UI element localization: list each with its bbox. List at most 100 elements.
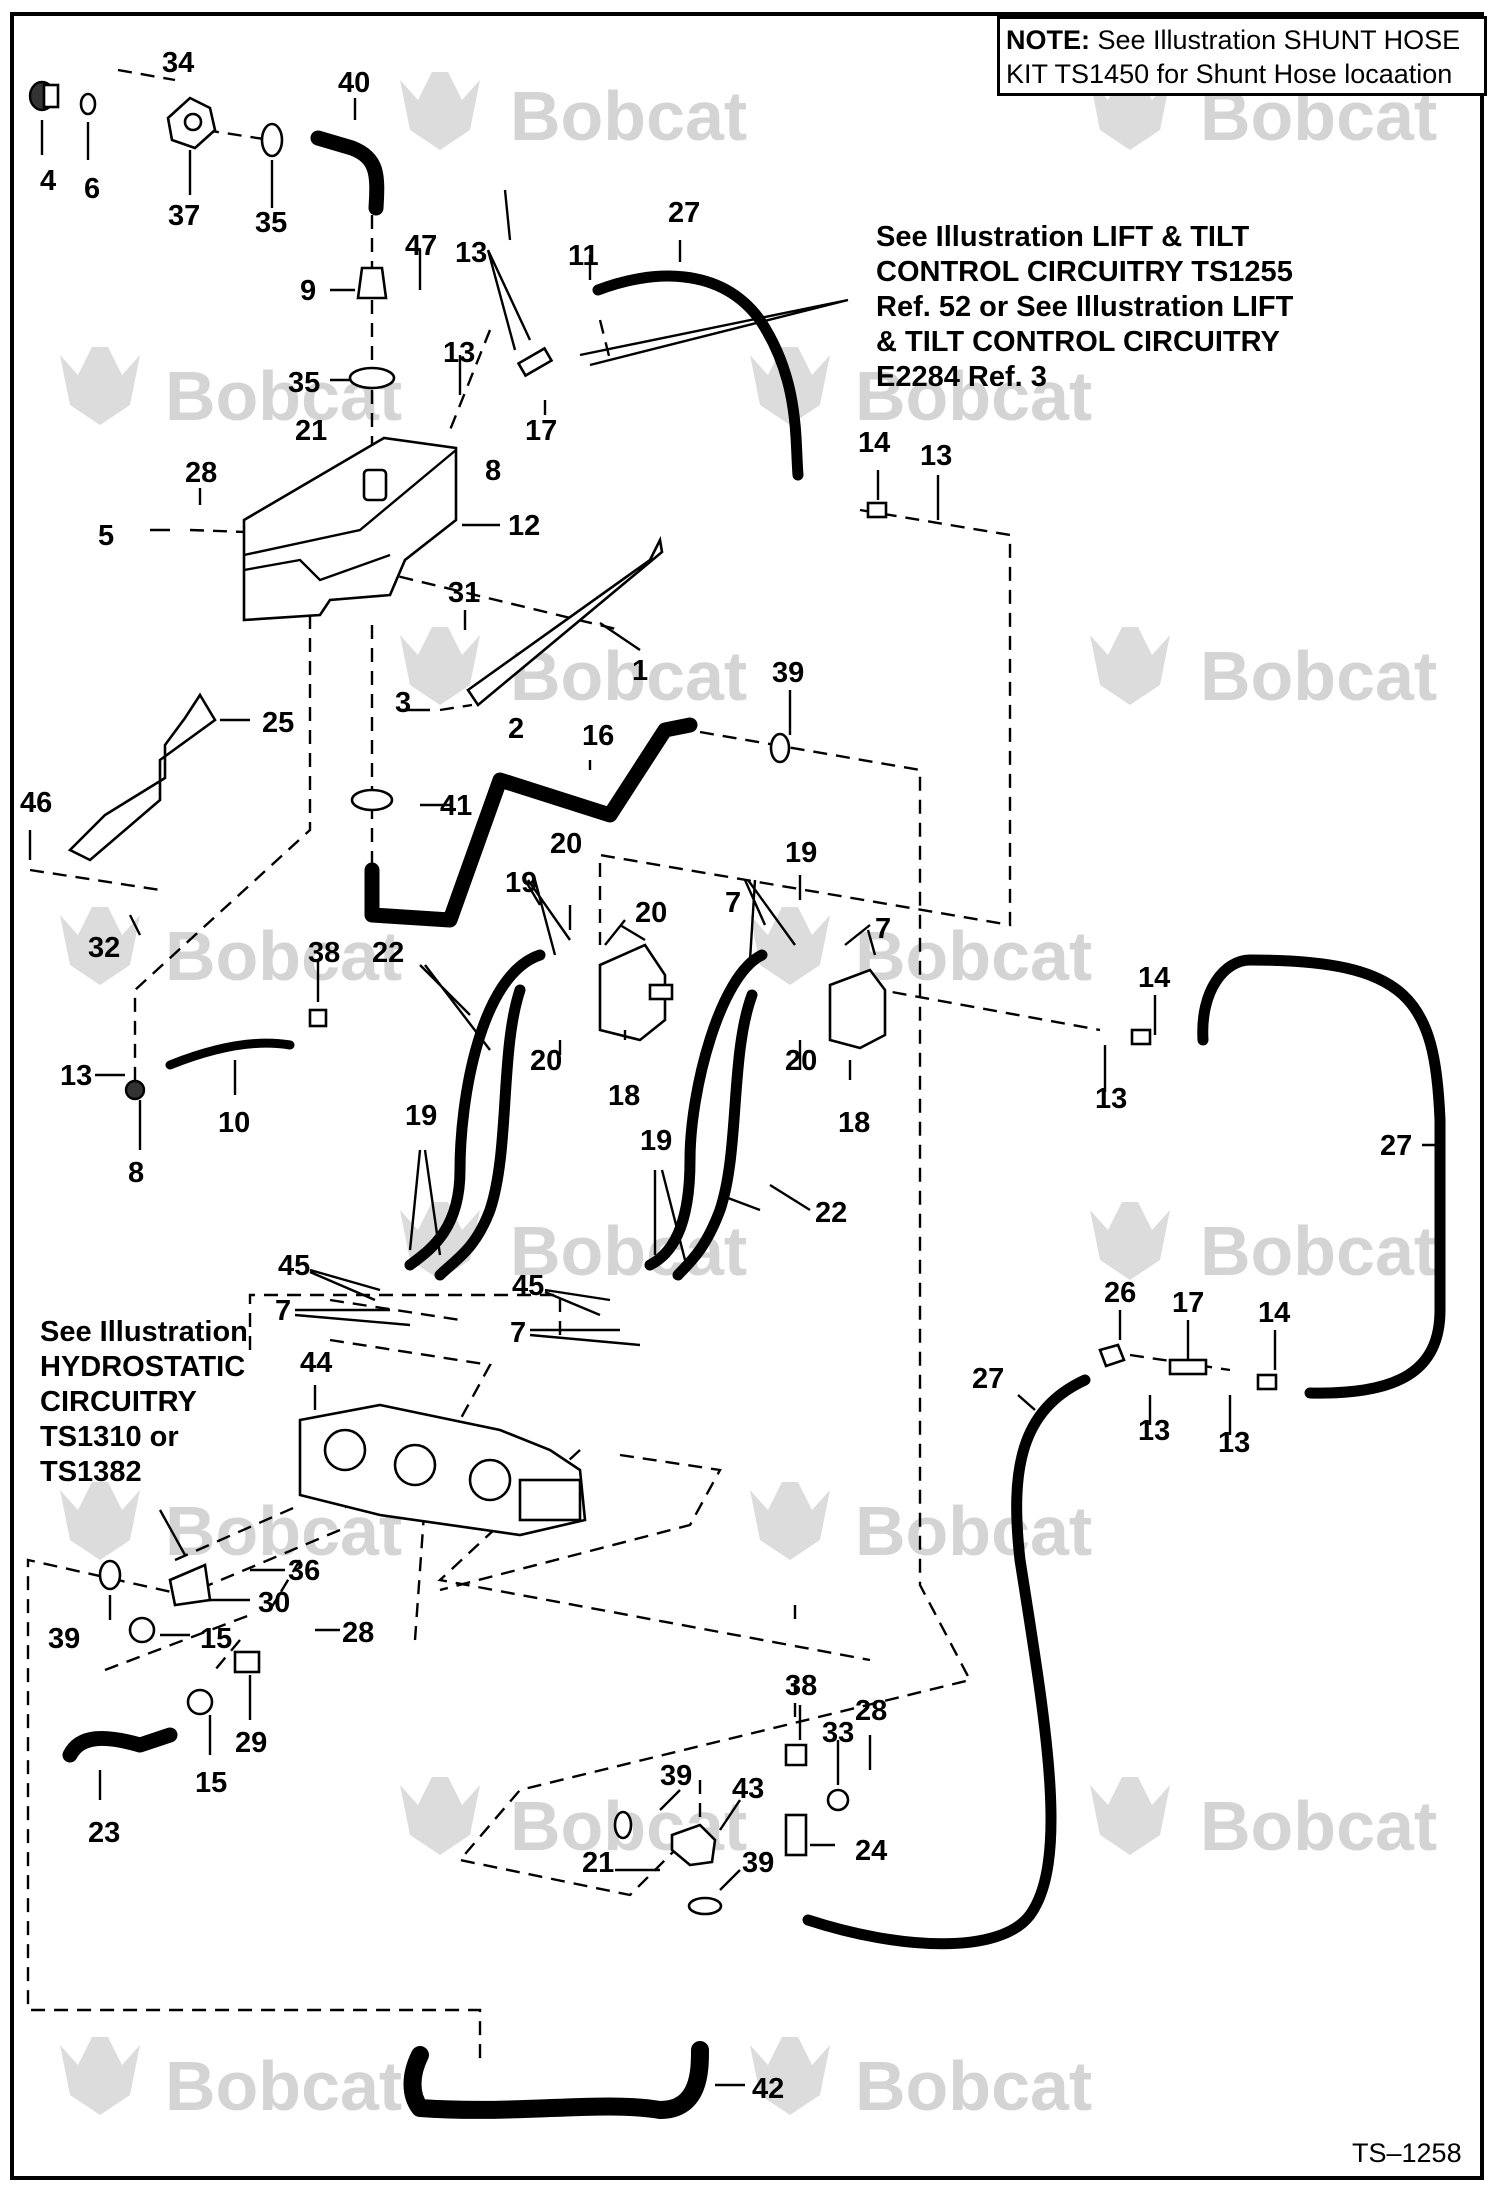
part-39-clamp-a [769, 732, 791, 764]
part-38-cap [784, 1743, 808, 1767]
part-label: 43 [732, 1773, 764, 1805]
hose-10 [165, 1038, 295, 1070]
part-label: 13 [1138, 1415, 1170, 1447]
watermark-text: Bobcat [510, 77, 747, 155]
bobcat-head-icon [1090, 1777, 1170, 1855]
part-label: 32 [88, 932, 120, 964]
part-label: 31 [448, 577, 480, 609]
part-26-fitting [1098, 1343, 1126, 1368]
watermark-logo: Bobcat [1090, 1202, 1437, 1290]
part-label: 34 [162, 47, 194, 79]
bobcat-head-icon [60, 1482, 140, 1560]
watermark-text: Bobcat [1200, 1212, 1437, 1290]
part-35-clamp-lower [348, 366, 396, 390]
part-label: 20 [550, 828, 582, 860]
part-17-fitting-b [1168, 1358, 1208, 1376]
part-label: 35 [255, 207, 287, 239]
part-label: 15 [195, 1767, 227, 1799]
part-label: 41 [440, 790, 472, 822]
part-6-oring [79, 92, 97, 116]
part-label: 25 [262, 707, 294, 739]
part-label: 44 [300, 1347, 332, 1379]
part-label: 1 [632, 655, 648, 687]
drawing-number: TS–1258 [1352, 2138, 1462, 2168]
bobcat-head-icon [1090, 1202, 1170, 1280]
bobcat-head-icon [750, 1482, 830, 1560]
part-label: 26 [1104, 1277, 1136, 1309]
part-label: 7 [510, 1317, 526, 1349]
part-labels: 34 40 4 6 37 35 27 47 13 11 9 13 35 21 1… [20, 47, 1412, 2105]
part-label: 28 [855, 1695, 887, 1727]
part-label: 27 [668, 197, 700, 229]
part-label: 42 [752, 2073, 784, 2105]
part-44-valve [298, 1403, 587, 1537]
part-18-motor-left [598, 943, 667, 1042]
part-43-elbow [670, 1823, 717, 1867]
part-label: 21 [295, 415, 327, 447]
part-label: 19 [640, 1125, 672, 1157]
part-label: 17 [1172, 1287, 1204, 1319]
part-label: 20 [530, 1045, 562, 1077]
note-prefix: NOTE: [1006, 25, 1090, 55]
hose-27-right [1197, 954, 1446, 1399]
part-38-cap-a [308, 1008, 328, 1028]
bobcat-head-icon [60, 2037, 140, 2115]
hose-22-left-a [404, 949, 546, 1271]
bobcat-head-icon [400, 72, 480, 150]
watermark-text: Bobcat [165, 917, 402, 995]
watermark-logo: Bobcat [60, 907, 402, 995]
watermark-text: Bobcat [510, 1212, 747, 1290]
part-label: 38 [785, 1670, 817, 1702]
reference-line: See Illustration [40, 1316, 248, 1348]
watermark-text: Bobcat [855, 917, 1092, 995]
shunt-hose-note: NOTE: See Illustration SHUNT HOSE KIT TS… [997, 16, 1487, 96]
part-label: 45 [512, 1270, 544, 1302]
part-label: 11 [568, 240, 599, 272]
part-label: 27 [1380, 1130, 1412, 1162]
note-line-2: KIT TS1450 for Shunt Hose locaation [1006, 59, 1453, 89]
part-39-clamp-c [613, 1810, 633, 1840]
note-line-1: See Illustration SHUNT HOSE [1090, 25, 1461, 55]
watermark-logo: Bobcat [60, 2037, 402, 2125]
part-24-tee [784, 1813, 808, 1857]
part-label: 8 [485, 455, 501, 487]
part-label: 2 [508, 713, 524, 745]
hose-16 [364, 717, 698, 928]
part-label: 39 [742, 1847, 774, 1879]
part-9-fitting [356, 266, 388, 300]
part-label: 17 [525, 415, 557, 447]
bobcat-head-icon [60, 347, 140, 425]
part-label: 24 [855, 1835, 887, 1867]
part-label: 20 [785, 1045, 817, 1077]
watermark-text: Bobcat [1200, 1787, 1437, 1865]
watermark-text: Bobcat [855, 1492, 1092, 1570]
part-label: 40 [338, 67, 370, 99]
part-25-bracket [67, 692, 217, 862]
part-label: 23 [88, 1817, 120, 1849]
part-label: 36 [288, 1555, 320, 1587]
part-label: 20 [635, 897, 667, 929]
bobcat-head-icon [400, 627, 480, 705]
part-label: 7 [875, 913, 891, 945]
part-1-strap [466, 535, 664, 707]
hose-27-upper [592, 270, 804, 481]
watermark-text: Bobcat [1200, 637, 1437, 715]
part-14-fitting-b [1130, 1028, 1152, 1046]
hoses [62, 130, 1446, 2119]
part-label: 14 [858, 427, 890, 459]
part-label: 13 [1218, 1427, 1250, 1459]
part-label: 4 [40, 165, 56, 197]
part-label: 22 [815, 1197, 847, 1229]
part-label: 13 [455, 237, 487, 269]
part-label: 39 [772, 657, 804, 689]
part-label: 19 [505, 867, 537, 899]
part-15-clamp-b [186, 1688, 214, 1716]
part-label: 15 [200, 1623, 232, 1655]
leader-lines [28, 98, 1445, 2087]
part-label: 7 [275, 1295, 291, 1327]
part-label: 7 [725, 887, 741, 919]
watermark-logo: Bobcat [60, 347, 402, 435]
part-label: 21 [582, 1847, 614, 1879]
part-label: 37 [168, 200, 200, 232]
